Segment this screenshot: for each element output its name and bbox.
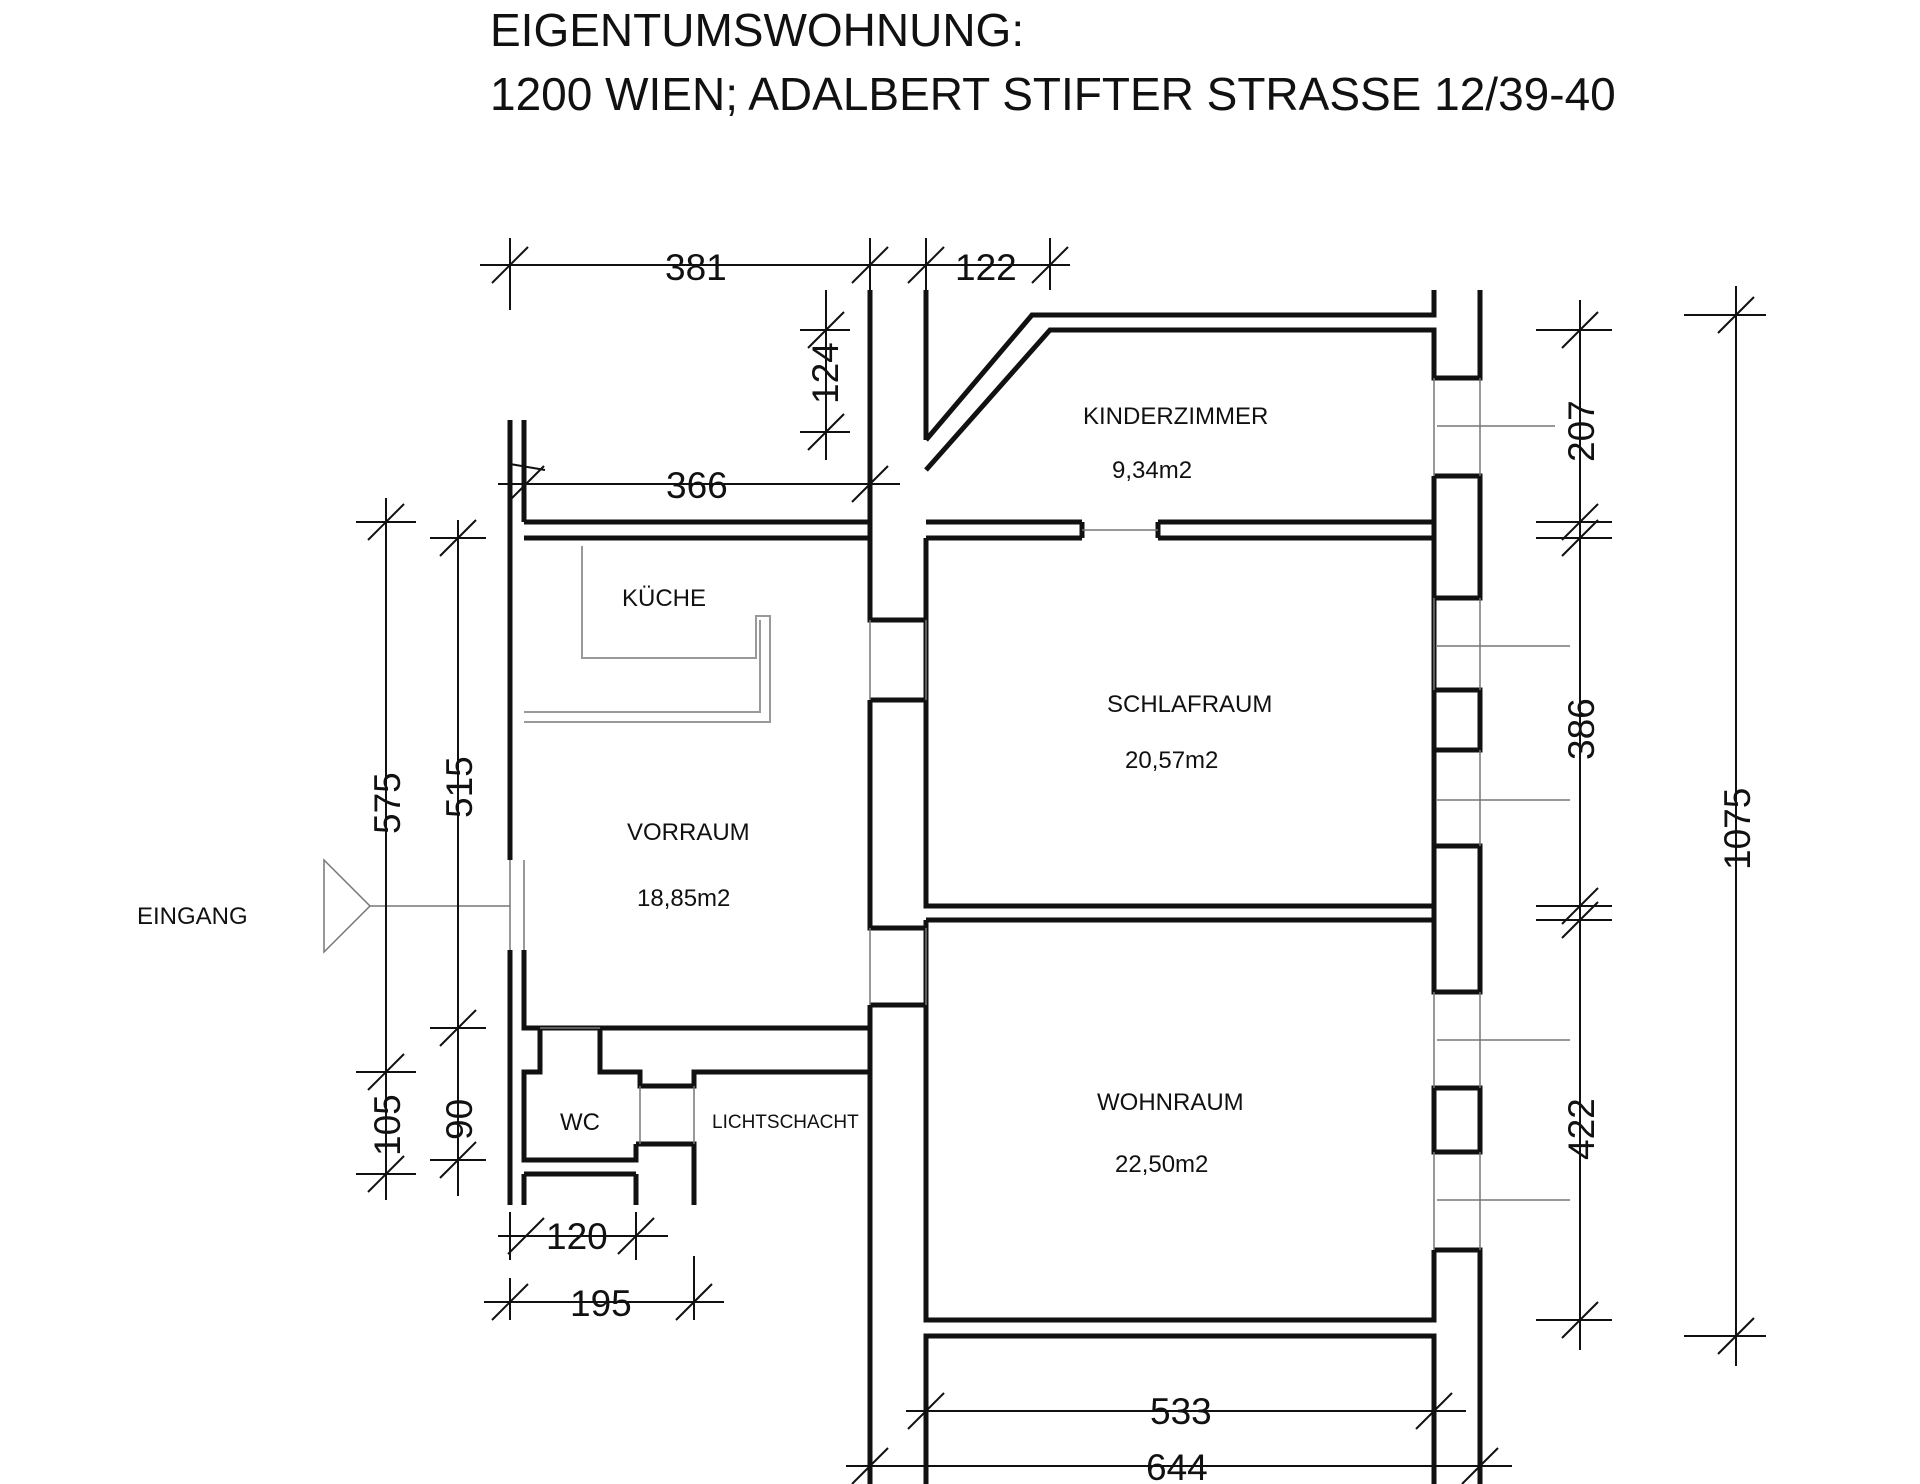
dim-90: 90	[439, 1099, 480, 1140]
dim-366: 366	[666, 465, 728, 506]
room-area-vorraum: 18,85m2	[637, 885, 730, 912]
room-name-lichtschacht: LICHTSCHACHT	[712, 1112, 859, 1133]
dim-386: 386	[1561, 698, 1602, 760]
room-area-wohnraum: 22,50m2	[1115, 1151, 1208, 1178]
dim-575: 575	[367, 772, 408, 834]
dim-533: 533	[1150, 1391, 1212, 1432]
room-name-kinderzimmer: KINDERZIMMER	[1083, 403, 1268, 430]
dim-422: 422	[1561, 1098, 1602, 1160]
dim-105: 105	[367, 1094, 408, 1156]
title-line-2: 1200 WIEN; ADALBERT STIFTER STRASSE 12/3…	[490, 68, 1616, 120]
dimension-lines	[356, 238, 1766, 1484]
openings	[509, 378, 1570, 1250]
entrance-label: EINGANG	[137, 903, 248, 930]
dim-195: 195	[570, 1283, 632, 1324]
walls	[507, 290, 1483, 1484]
room-name-wc: WC	[560, 1109, 600, 1136]
room-area-schlafraum: 20,57m2	[1125, 747, 1218, 774]
room-name-kueche: KÜCHE	[622, 585, 706, 612]
dim-120: 120	[546, 1216, 608, 1257]
title-line-1: EIGENTUMSWOHNUNG:	[490, 4, 1024, 56]
entrance-arrow-icon	[323, 858, 510, 954]
room-name-wohnraum: WOHNRAUM	[1097, 1089, 1244, 1116]
dim-207: 207	[1561, 400, 1602, 462]
dim-381: 381	[665, 247, 727, 288]
dim-122: 122	[955, 247, 1017, 288]
room-name-vorraum: VORRAUM	[627, 819, 750, 846]
dim-124: 124	[805, 342, 846, 404]
dim-644: 644	[1146, 1447, 1208, 1484]
dim-515: 515	[439, 756, 480, 818]
room-area-kinderzimmer: 9,34m2	[1112, 457, 1192, 484]
dim-1075: 1075	[1717, 788, 1758, 870]
room-name-schlafraum: SCHLAFRAUM	[1107, 691, 1272, 718]
kitchen-counter	[524, 546, 771, 723]
